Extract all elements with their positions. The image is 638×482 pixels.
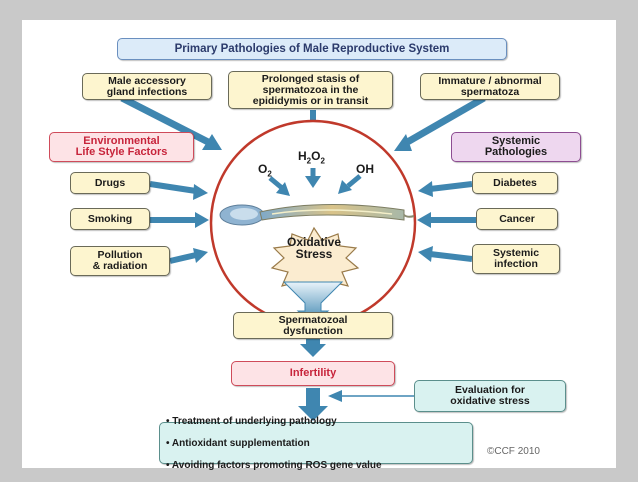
pathology-cancer: Cancer bbox=[476, 208, 558, 230]
factor-pollution-radiation: Pollution & radiation bbox=[70, 246, 170, 276]
copyright-notice: ©CCF 2010 bbox=[487, 446, 540, 457]
diagram-slide: Primary Pathologies of Male Reproductive… bbox=[22, 20, 616, 471]
ros-arrows bbox=[268, 168, 362, 196]
evaluation-arrow bbox=[328, 390, 414, 402]
pathology-systemic-infection: Systemic infection bbox=[472, 244, 560, 274]
oxidative-stress-label: Oxidative Stress bbox=[286, 235, 342, 261]
treatment-item: • Antioxidant supplementation bbox=[166, 437, 310, 449]
infertility-to-treatment-arrow bbox=[298, 388, 328, 421]
treatment-list: • Treatment of underlying pathology • An… bbox=[160, 405, 382, 482]
ros-o2: O2 bbox=[258, 162, 272, 179]
treatment-item: • Avoiding factors promoting ROS gene va… bbox=[166, 459, 382, 471]
environmental-factors-header: Environmental Life Style Factors bbox=[49, 132, 194, 162]
top-arrow-right bbox=[394, 94, 486, 151]
cause-accessory-gland-infections: Male accessory gland infections bbox=[82, 73, 212, 100]
dysfunction-to-infertility-arrow bbox=[300, 338, 326, 357]
factor-smoking: Smoking bbox=[70, 208, 150, 230]
systemic-pathologies-header: Systemic Pathologies bbox=[451, 132, 581, 162]
spermatozoal-dysfunction-box: Spermatozoal dysfunction bbox=[233, 312, 393, 339]
treatment-item: • Treatment of underlying pathology bbox=[166, 415, 337, 427]
spermatozoon-illustration bbox=[219, 203, 415, 226]
evaluation-box: Evaluation for oxidative stress bbox=[414, 380, 566, 412]
top-arrow-left bbox=[120, 94, 222, 150]
factor-drugs: Drugs bbox=[70, 172, 150, 194]
diagram-graphics bbox=[120, 94, 486, 421]
infertility-box: Infertility bbox=[231, 361, 395, 386]
diagram-title: Primary Pathologies of Male Reproductive… bbox=[117, 38, 507, 60]
right-arrows bbox=[417, 181, 476, 262]
left-arrows bbox=[149, 181, 209, 264]
ros-h2o2: H2O2 bbox=[298, 149, 325, 166]
cause-prolonged-stasis: Prolonged stasis of spermatozoa in the e… bbox=[228, 71, 393, 109]
ros-oh: OH bbox=[356, 162, 374, 176]
cause-immature-spermatozoa: Immature / abnormal spermatoza bbox=[420, 73, 560, 100]
treatment-box: • Treatment of underlying pathology • An… bbox=[159, 416, 473, 471]
pathology-diabetes: Diabetes bbox=[472, 172, 558, 194]
